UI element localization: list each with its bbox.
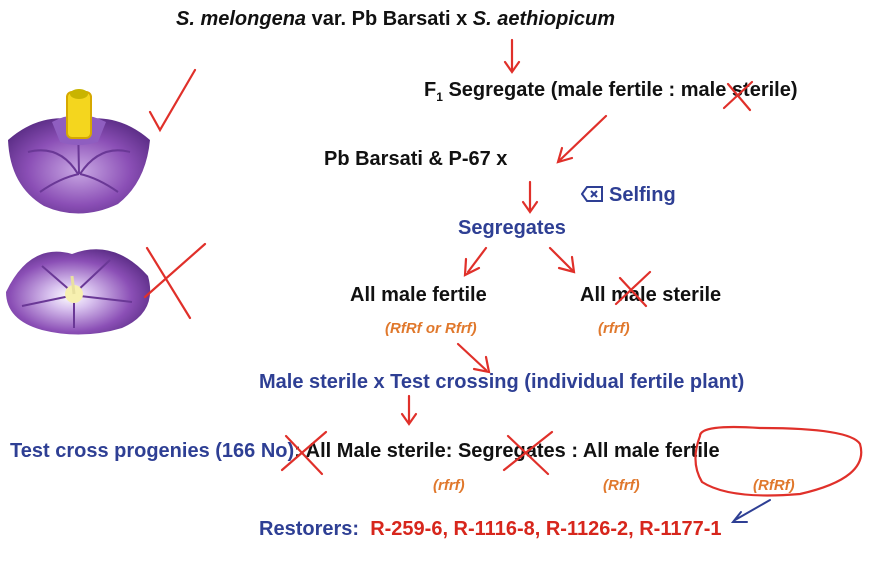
arrow-segregates-to-sterile [550,248,574,272]
f1-text: Segregate (male fertile : male sterile) [443,79,798,101]
segregates-label: Segregates [458,217,566,240]
arrow-genotype-to-test [458,344,489,372]
f1-subscript: 1 [436,90,443,104]
test-crossing-label: Male sterile x Test crossing (individual… [259,371,744,394]
parent1-name: S. melongena [176,8,306,30]
progenies-colon: : [294,440,301,462]
sterile-branch-genotype: (rfrf) [598,320,630,337]
selfing-label: Selfing [581,184,676,207]
sterile-branch-label: All male sterile [580,284,721,307]
restorers-colon: : [352,518,359,540]
progenies-genotype-segregates: (Rfrf) [603,477,640,494]
progenies-sterile: All Male sterile: [306,440,453,462]
sterile-flower-image [2,236,162,341]
restorers-line: Restorers: R-259-6, R-1116-8, R-1126-2, … [259,518,722,541]
arrow-backcross-to-segregates [523,182,537,212]
progenies-segregates: Segregates : [458,440,578,462]
arrow-to-restorers [733,500,770,522]
f1-prefix: F [424,79,436,101]
selfing-icon [581,185,603,201]
arrow-segregates-to-fertile [465,248,486,275]
arrow-f1-to-backcross [558,116,606,162]
restorers-label: Restorers [259,518,352,540]
parent2-name: S. aethiopicum [473,8,615,30]
parent1-variety: var. Pb Barsati x [306,8,473,30]
arrow-title-to-f1 [505,40,519,72]
fertile-branch-label: All male fertile [350,284,487,307]
cross-title: S. melongena var. Pb Barsati x S. aethio… [176,8,615,31]
progenies-genotype-fertile: (RfRf) [753,477,795,494]
f1-segregate-line: F1 Segregate (male fertile : male steril… [424,79,798,104]
fertile-flower-image [0,82,160,227]
restorers-values: R-259-6, R-1116-8, R-1126-2, R-1177-1 [370,518,721,540]
backcross-line: Pb Barsati & P-67 x [324,148,507,171]
arrow-test-to-progenies [402,396,416,424]
fertile-branch-genotype: (RfRf or Rfrf) [385,320,477,337]
progenies-label: Test cross progenies (166 No) [10,440,294,462]
selfing-text: Selfing [609,184,676,206]
progenies-genotype-sterile: (rfrf) [433,477,465,494]
progenies-line: Test cross progenies (166 No): All Male … [10,440,720,463]
progenies-fertile: All male fertile [583,440,720,462]
